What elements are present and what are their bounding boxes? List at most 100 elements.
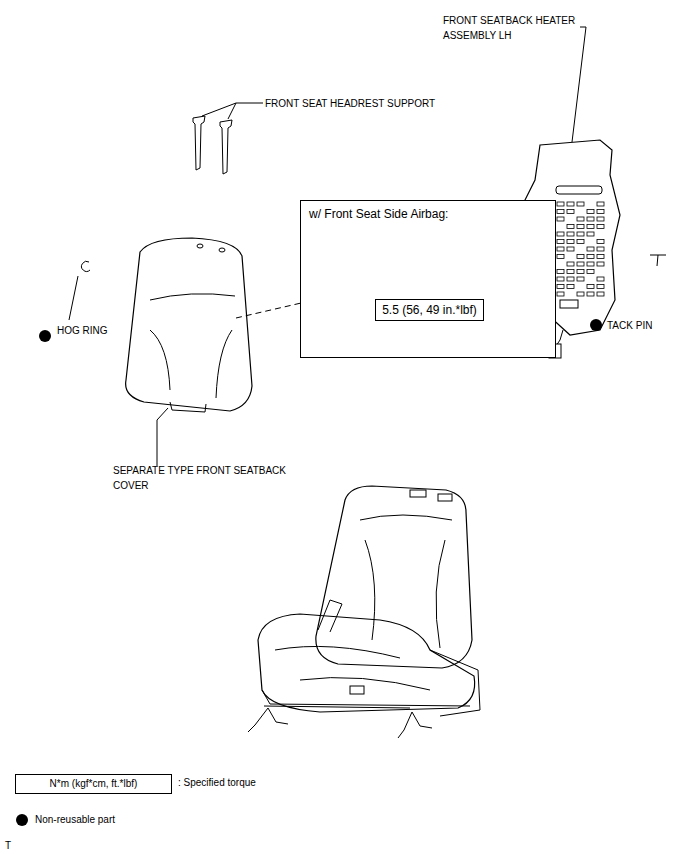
heater-element bbox=[597, 225, 604, 229]
seatback-cover bbox=[219, 248, 225, 252]
heater-element bbox=[567, 232, 574, 236]
heater-element bbox=[587, 225, 594, 229]
heater-element bbox=[557, 202, 564, 206]
headrest-support bbox=[220, 120, 232, 174]
heater-element bbox=[557, 217, 564, 221]
heater-element bbox=[597, 292, 604, 296]
seatback-cover bbox=[126, 238, 252, 411]
part-name: HOG RING bbox=[57, 323, 147, 338]
tack-pin bbox=[650, 255, 666, 266]
heater-element bbox=[597, 277, 604, 281]
headrest-support bbox=[193, 116, 232, 174]
heater-element bbox=[567, 247, 574, 251]
torque-value: 5.5 (56, 49 in.*lbf) bbox=[382, 303, 477, 317]
heater-element bbox=[587, 285, 594, 289]
heater-element bbox=[557, 277, 564, 281]
heater-element bbox=[567, 270, 574, 274]
seat-assembly bbox=[360, 515, 452, 648]
seat-assembly bbox=[262, 690, 470, 706]
heater-element bbox=[587, 217, 594, 221]
heater-element bbox=[557, 240, 564, 244]
inset-box: w/ Front Seat Side Airbag: 5.5 (56, 49 in… bbox=[300, 200, 556, 358]
part-name: FRONT SEATBACK HEATER ASSEMBLY LH bbox=[443, 13, 593, 43]
inset-heading: w/ Front Seat Side Airbag: bbox=[309, 207, 547, 221]
heater-element bbox=[577, 255, 584, 259]
tack-pin bbox=[650, 255, 666, 266]
seatback-cover bbox=[197, 244, 203, 248]
heater-element bbox=[597, 202, 604, 206]
heater-element bbox=[577, 232, 584, 236]
seat-assembly bbox=[275, 646, 430, 690]
seat-assembly bbox=[316, 486, 472, 668]
heater-element bbox=[577, 262, 584, 266]
heater-element bbox=[597, 285, 604, 289]
heater-element bbox=[587, 262, 594, 266]
heater-element bbox=[557, 210, 564, 214]
torque-box: 5.5 (56, 49 in.*lbf) bbox=[375, 299, 484, 321]
heater-element bbox=[567, 225, 574, 229]
heater-element bbox=[567, 202, 574, 206]
heater-element bbox=[567, 277, 574, 281]
heater-element bbox=[597, 247, 604, 251]
seat-assembly bbox=[410, 490, 426, 497]
illustration bbox=[16, 27, 666, 826]
leader-line bbox=[157, 408, 168, 466]
heater-element bbox=[597, 210, 604, 214]
heater-element bbox=[587, 255, 594, 259]
seat-assembly bbox=[248, 708, 288, 732]
leader-line bbox=[69, 276, 78, 320]
seatback-cover bbox=[126, 238, 252, 412]
seat-assembly bbox=[318, 600, 342, 632]
leader-line bbox=[572, 27, 586, 142]
seatback-heater bbox=[556, 186, 602, 194]
seat-assembly bbox=[350, 686, 364, 694]
heater-element bbox=[587, 292, 594, 296]
heater-element bbox=[587, 270, 594, 274]
part-name: SEPARATE TYPE FRONT SEATBACK COVER bbox=[113, 463, 293, 493]
heater-element bbox=[597, 255, 604, 259]
heater-element bbox=[597, 240, 604, 244]
heater-element bbox=[557, 270, 564, 274]
heater-element bbox=[567, 285, 574, 289]
seat-assembly bbox=[258, 614, 475, 712]
heater-element bbox=[577, 240, 584, 244]
heater-element bbox=[587, 232, 594, 236]
legend-text: : Specified torque bbox=[178, 775, 318, 790]
heater-element bbox=[567, 210, 574, 214]
seat-assembly bbox=[438, 494, 452, 501]
heater-element bbox=[587, 210, 594, 214]
non-reusable-dot bbox=[39, 330, 51, 342]
heater-element bbox=[577, 225, 584, 229]
legend-text: Non-reusable part bbox=[35, 812, 115, 827]
heater-element bbox=[577, 277, 584, 281]
heater-element bbox=[557, 255, 564, 259]
part-name: FRONT SEAT HEADREST SUPPORT bbox=[265, 96, 485, 111]
heater-element bbox=[587, 247, 594, 251]
heater-element bbox=[557, 232, 564, 236]
seatback-cover bbox=[150, 294, 235, 398]
heater-element bbox=[577, 217, 584, 221]
heater-element bbox=[577, 292, 584, 296]
heater-element bbox=[597, 217, 604, 221]
heater-element bbox=[557, 292, 564, 296]
seat-assembly bbox=[264, 706, 410, 708]
heater-element bbox=[557, 247, 564, 251]
page-mark: T bbox=[5, 838, 25, 853]
seat-assembly bbox=[248, 486, 480, 738]
legend-dot bbox=[16, 814, 28, 826]
leader-line bbox=[202, 103, 263, 119]
headrest-support bbox=[193, 116, 205, 170]
torque-legend-box: N*m (kgf*cm, ft.*lbf) bbox=[15, 774, 172, 794]
part-name: TACK PIN bbox=[607, 318, 687, 333]
seatback-cover bbox=[170, 402, 206, 412]
seat-assembly bbox=[398, 712, 432, 738]
heater-element bbox=[597, 262, 604, 266]
torque-value: N*m (kgf*cm, ft.*lbf) bbox=[22, 777, 165, 791]
heater-element bbox=[557, 285, 564, 289]
heater-element bbox=[577, 270, 584, 274]
heater-element bbox=[577, 202, 584, 206]
seatback-heater bbox=[560, 300, 578, 308]
